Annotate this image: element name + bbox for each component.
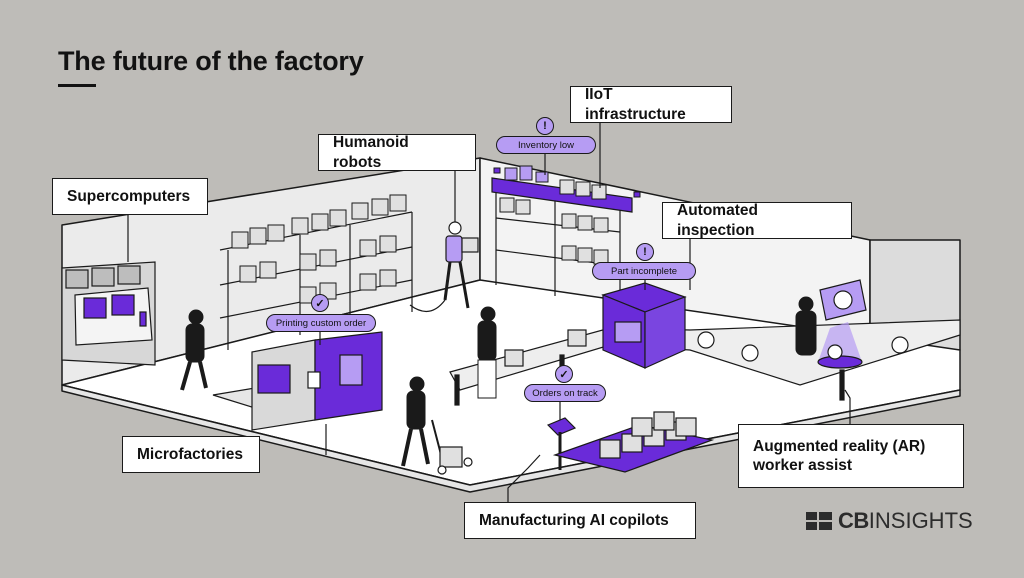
title-underline bbox=[58, 84, 96, 87]
alert-badge-icon: ! bbox=[636, 243, 654, 261]
callout-label: IIoT infrastructure bbox=[585, 86, 686, 123]
callout-manufacturing-ai-copilots: Manufacturing AI copilots bbox=[464, 502, 696, 539]
workers bbox=[180, 296, 817, 467]
smart-shelf-stock bbox=[504, 165, 607, 200]
supercomputer bbox=[61, 261, 156, 366]
humanoid-robot bbox=[409, 221, 479, 312]
logo-brand-bold: CB bbox=[838, 508, 869, 533]
alert-badge-icon: ! bbox=[536, 117, 554, 135]
callout-automated-inspection: Automated inspection bbox=[662, 202, 852, 239]
ar-hologram bbox=[817, 279, 867, 369]
status-pill-orders-on-track: Orders on track bbox=[524, 384, 606, 402]
status-pill-printing-custom-order: Printing custom order bbox=[266, 314, 376, 332]
copilot-station bbox=[546, 411, 715, 473]
hand-truck bbox=[431, 419, 473, 475]
shelf-boxes-left bbox=[231, 194, 407, 304]
callout-label: Manufacturing AI copilots bbox=[479, 511, 669, 529]
callout-microfactories: Microfactories bbox=[122, 436, 260, 473]
callout-iiot-infrastructure: IIoT infrastructure bbox=[570, 86, 732, 123]
status-pill-inventory-low: Inventory low bbox=[496, 136, 596, 154]
iiot-shelf-boxes bbox=[499, 197, 609, 265]
callout-humanoid-robots: Humanoid robots bbox=[318, 134, 476, 171]
cb-insights-logo: CB INSIGHTS bbox=[806, 508, 973, 534]
cb-logo-mark-icon bbox=[806, 512, 832, 530]
check-badge-icon: ✓ bbox=[311, 294, 329, 312]
logo-brand-regular: INSIGHTS bbox=[868, 508, 973, 533]
check-badge-icon: ✓ bbox=[555, 365, 573, 383]
iiot-sensors bbox=[493, 167, 641, 198]
callout-ar-worker-assist: Augmented reality (AR) worker assist bbox=[738, 424, 964, 488]
floor-front-edge bbox=[61, 384, 961, 493]
callout-label-line2: worker assist bbox=[753, 457, 853, 474]
callout-label: Supercomputers bbox=[67, 187, 191, 205]
callout-supercomputers: Supercomputers bbox=[52, 178, 208, 215]
page-title: The future of the factory bbox=[58, 46, 364, 76]
status-pill-part-incomplete: Part incomplete bbox=[592, 262, 696, 280]
callout-label: Automated inspection bbox=[677, 202, 758, 239]
callout-label: Humanoid robots bbox=[333, 134, 409, 171]
microfactory bbox=[212, 331, 383, 431]
callout-label-line1: Augmented reality (AR) bbox=[753, 437, 926, 455]
inspection-station bbox=[601, 282, 687, 369]
callout-label: Microfactories bbox=[137, 445, 243, 463]
